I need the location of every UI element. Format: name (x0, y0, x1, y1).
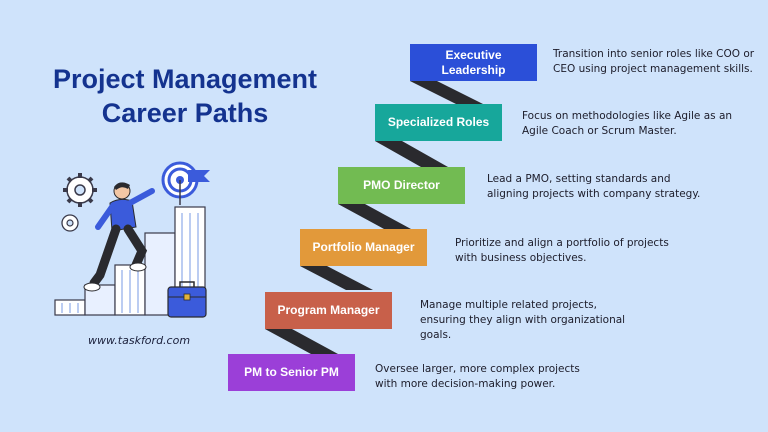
step-pmo-director-description: Lead a PMO, setting standards and aligni… (487, 173, 701, 200)
gear-icon (63, 173, 97, 207)
bar-chart-graphic (54, 206, 206, 316)
step-pmo-director: PMO Director (338, 167, 465, 204)
step-executive-leadership: Executive Leadership (410, 44, 537, 81)
step-program-manager: Program Manager (265, 292, 392, 329)
career-climb-illustration (54, 161, 210, 318)
website-link[interactable]: www.taskford.com (88, 334, 191, 347)
climbing-person-figure (83, 182, 155, 292)
target-icon (161, 161, 210, 205)
step-portfolio-manager-description: Prioritize and align a portfolio of proj… (455, 237, 669, 264)
step-pm-to-senior-pm: PM to Senior PM (228, 354, 355, 391)
step-executive-leadership-description: Transition into senior roles like COO or… (553, 48, 755, 75)
briefcase-icon (167, 281, 207, 318)
step-portfolio-manager: Portfolio Manager (300, 229, 427, 266)
title-line-2: Career Paths (101, 98, 269, 128)
step-specialized-roles-description: Focus on methodologies like Agile as an … (522, 110, 733, 137)
page-title: Project Management Career Paths (30, 62, 340, 130)
title-line-1: Project Management (52, 64, 318, 94)
step-pm-to-senior-pm-description: Oversee larger, more complex projects wi… (375, 363, 580, 390)
gear-small-icon (61, 214, 79, 232)
step-program-manager-description: Manage multiple related projects, ensuri… (420, 299, 626, 341)
step-specialized-roles: Specialized Roles (375, 104, 502, 141)
